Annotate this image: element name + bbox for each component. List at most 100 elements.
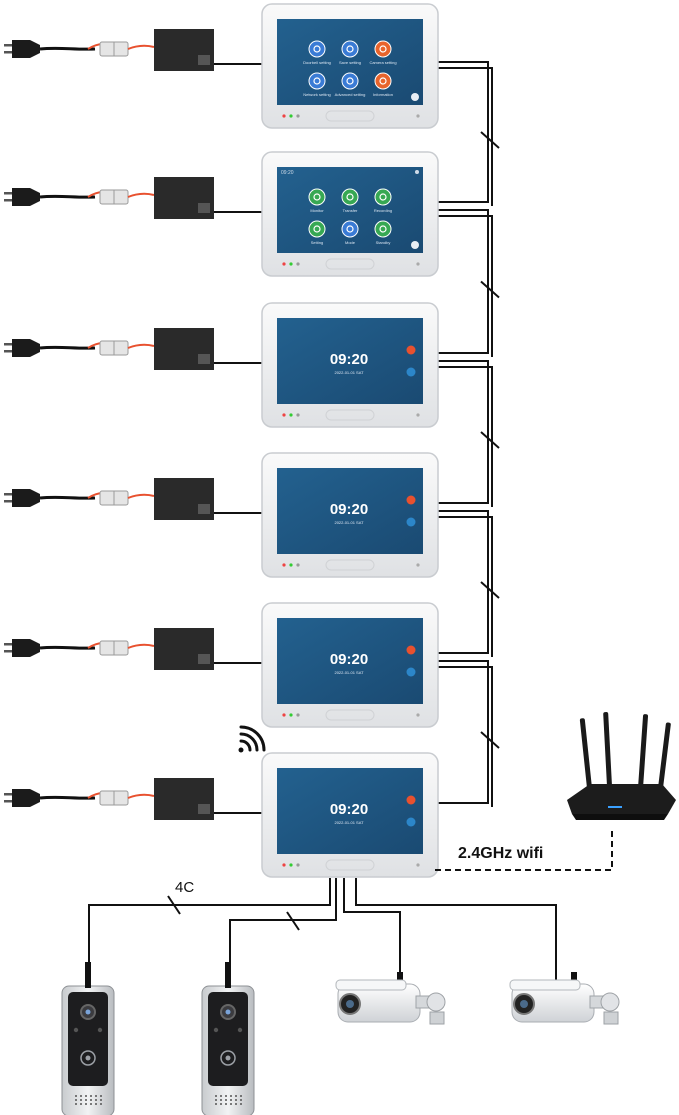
monitor-screen — [277, 167, 423, 253]
speaker-hole — [225, 1103, 227, 1105]
bus-cable-1 — [438, 61, 489, 203]
home-button-icon — [411, 241, 419, 249]
wifi-status-icon — [415, 170, 419, 174]
indicator-led — [282, 114, 286, 118]
plug-head — [12, 40, 40, 58]
gear-icon-glyph — [313, 45, 321, 53]
plug-prong — [4, 343, 13, 346]
clock-time: 09:20 — [330, 801, 368, 818]
door-station-1 — [61, 962, 115, 1115]
adapter-terminal — [198, 804, 210, 814]
indicator-led — [282, 262, 286, 266]
speaker-hole — [90, 1103, 92, 1105]
ir-led — [237, 1027, 243, 1033]
plug-prong — [4, 650, 13, 653]
speaker-hole — [235, 1099, 237, 1101]
monitor-icon — [308, 188, 326, 206]
speaker-hole — [80, 1095, 82, 1097]
camera-mount-joint — [426, 992, 446, 1012]
speaker-hole — [240, 1099, 242, 1101]
cable-doorbell-2 — [229, 878, 337, 962]
speaker-hole — [215, 1095, 217, 1097]
power-supply-6 — [4, 778, 262, 820]
door-station-2 — [201, 962, 255, 1115]
indicator-led — [289, 262, 293, 266]
speaker-hole — [230, 1095, 232, 1097]
plug-head — [12, 789, 40, 807]
plug-head — [12, 339, 40, 357]
network-icon — [308, 72, 326, 90]
save-icon-glyph — [346, 45, 354, 53]
plug-prong — [4, 51, 13, 54]
speaker-hole — [80, 1099, 82, 1101]
speaker-hole — [225, 1095, 227, 1097]
adapter-red-wire — [127, 192, 155, 198]
indicator-led — [296, 262, 300, 266]
network-status-icon — [406, 367, 416, 377]
camera-mount-base — [429, 1011, 445, 1025]
phone-icon-glyph — [346, 193, 354, 201]
bus-cable-return-1 — [438, 67, 493, 206]
gear-icon — [308, 40, 326, 58]
bus-slash-4 — [480, 581, 500, 599]
tools-icon — [341, 72, 359, 90]
plug-prong — [4, 793, 13, 796]
bus-cable-4 — [438, 510, 489, 654]
power-icon — [374, 220, 392, 238]
rfid-icon — [80, 1050, 96, 1066]
monitor-screen — [277, 618, 423, 704]
clock-date: 2022-01-01 SAT — [334, 520, 364, 525]
mains-cable — [39, 795, 96, 800]
rfid-icon-core — [225, 1055, 231, 1061]
unlock-button — [325, 559, 375, 571]
monitor-screen — [277, 19, 423, 105]
speaker-hole — [85, 1099, 87, 1101]
camera-sunshield — [509, 979, 581, 991]
mode-icon — [341, 220, 359, 238]
speaker-hole — [220, 1095, 222, 1097]
camera-mount-base — [603, 1011, 619, 1025]
adapter-red-wire — [127, 493, 155, 499]
cameras — [335, 972, 620, 1025]
ir-led — [97, 1027, 103, 1033]
wifi-router — [567, 712, 676, 820]
phone-icon — [341, 188, 359, 206]
app-label: Doorbell setting — [303, 60, 331, 65]
plug-head — [12, 188, 40, 206]
indicator-led — [282, 713, 286, 717]
record-icon-glyph — [379, 193, 387, 201]
doorbells — [61, 962, 255, 1115]
indicator-led — [289, 713, 293, 717]
mic-hole — [416, 863, 420, 867]
doorbell-status-icon — [406, 495, 416, 505]
wiring-layer — [438, 61, 500, 807]
monitor-icon-glyph — [313, 193, 321, 201]
power-supply-1 — [4, 29, 262, 71]
plug-prong — [4, 493, 13, 496]
ir-led — [213, 1027, 219, 1033]
speaker-hole — [95, 1099, 97, 1101]
cable-doorbell-1 — [88, 878, 331, 962]
bus-slash-3 — [480, 431, 500, 449]
unlock-button — [325, 709, 375, 721]
power-supply-2 — [4, 177, 262, 219]
monitor-screen — [277, 318, 423, 404]
adapter-terminal — [198, 354, 210, 364]
speaker-hole — [95, 1095, 97, 1097]
speaker-hole — [75, 1099, 77, 1101]
speaker-hole — [85, 1103, 87, 1105]
indicator-led — [289, 563, 293, 567]
speaker-hole — [100, 1099, 102, 1101]
speaker-hole — [80, 1103, 82, 1105]
bus-slash-2 — [480, 280, 500, 299]
indicator-led — [296, 863, 300, 867]
speaker-hole — [90, 1099, 92, 1101]
indicator-led — [289, 413, 293, 417]
speaker-hole — [240, 1095, 242, 1097]
bus-cable-5 — [438, 660, 489, 804]
